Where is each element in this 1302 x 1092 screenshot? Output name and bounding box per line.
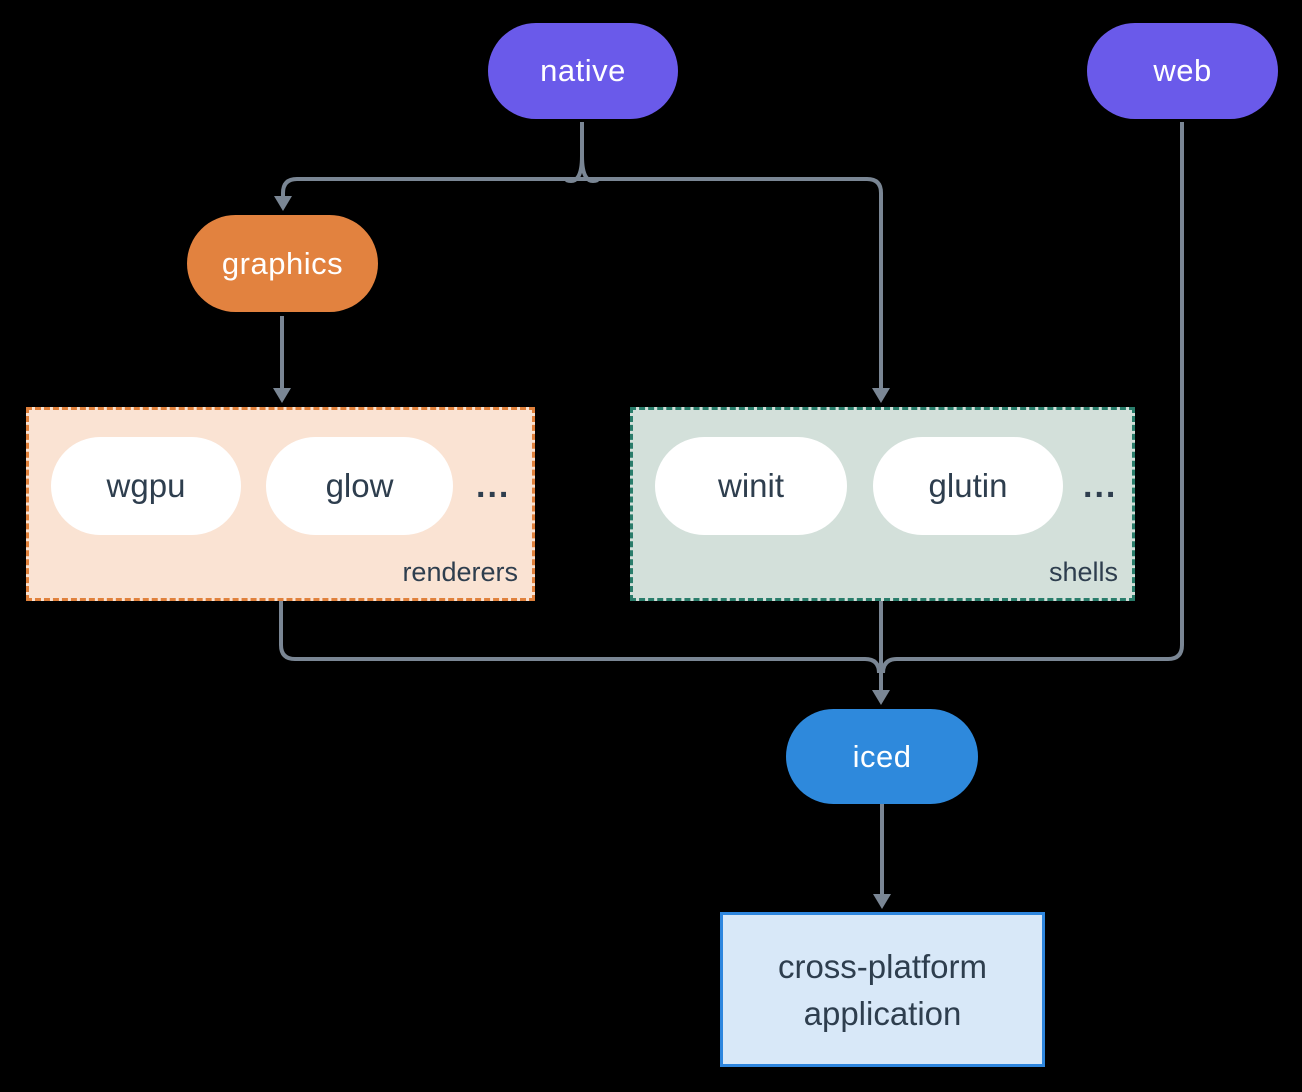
node-graphics-label: graphics — [221, 245, 344, 281]
node-winit: winit — [655, 437, 847, 535]
group-shells: winit glutin ... shells — [630, 407, 1135, 601]
arrowhead-graphics — [274, 196, 292, 211]
arrowhead-iced — [872, 690, 890, 705]
shells-ellipsis: ... — [1083, 466, 1118, 505]
shells-group-label: shells — [1048, 557, 1118, 587]
node-iced-label: iced — [852, 738, 912, 774]
group-renderers: wgpu glow ... renderers — [26, 407, 535, 601]
connector-native-graphics — [281, 177, 867, 196]
node-glow-label: glow — [325, 467, 394, 504]
connector-junction-flare-right — [580, 155, 599, 183]
arrowhead-renderers — [273, 388, 291, 403]
renderers-ellipsis: ... — [476, 466, 511, 505]
node-iced: iced — [786, 709, 978, 804]
app-box-label: cross-platform application — [777, 947, 988, 1032]
node-web: web — [1087, 23, 1278, 119]
renderers-group-label: renderers — [402, 557, 518, 587]
connector-junction-flare-left — [565, 155, 584, 183]
node-glow: glow — [266, 437, 453, 535]
arrowhead-shells — [872, 388, 890, 403]
node-winit-label: winit — [717, 467, 785, 504]
node-glutin: glutin — [873, 437, 1063, 535]
node-cross-platform-application: cross-platform application — [720, 912, 1045, 1067]
node-graphics: graphics — [187, 215, 378, 312]
connector-renderers-iced — [279, 601, 881, 674]
connector-native-shells — [866, 177, 883, 388]
node-wgpu: wgpu — [51, 437, 241, 535]
node-native-label: native — [540, 53, 626, 88]
node-native: native — [488, 23, 678, 119]
node-wgpu-label: wgpu — [106, 467, 186, 504]
node-glutin-label: glutin — [928, 467, 1008, 504]
node-web-label: web — [1153, 53, 1212, 88]
arrowhead-app — [873, 894, 891, 909]
